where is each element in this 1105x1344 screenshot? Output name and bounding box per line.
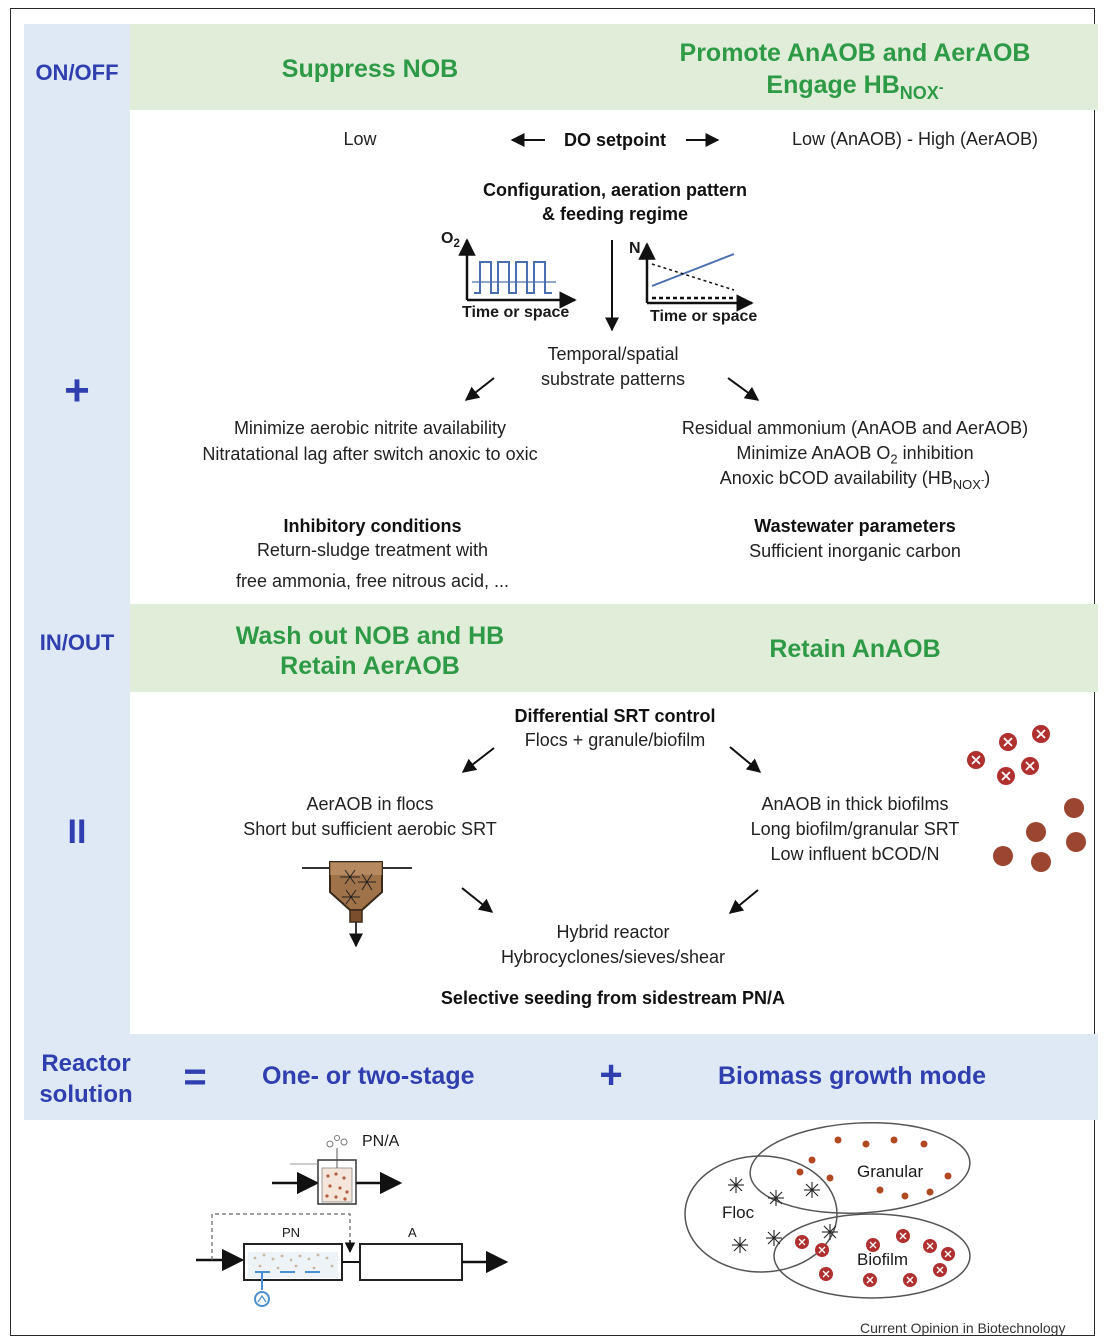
arrow-to-left-effects xyxy=(464,377,495,401)
sidebar-label-in-out: IN/OUT xyxy=(39,630,115,655)
graph-aeration-pattern xyxy=(458,238,577,309)
left-effect-line1: Minimize aerobic nitrite availability xyxy=(233,418,507,438)
temporal-line1: Temporal/spatial xyxy=(547,344,679,364)
srt-title: Differential SRT control xyxy=(514,706,716,726)
granular-dots xyxy=(796,1136,952,1200)
floc-stars xyxy=(728,1177,838,1253)
retain-aeraob-title: Retain AerAOB xyxy=(280,652,460,680)
arrow-flocs-to-hybrid xyxy=(461,887,494,913)
arrow-srt-right xyxy=(729,746,762,773)
biomass-growth-title: Biomass growth mode xyxy=(718,1062,987,1090)
reactor-label-line1: Reactor xyxy=(41,1050,131,1077)
pn-label: PN xyxy=(282,1225,301,1240)
reactor-plus-sign: + xyxy=(599,1053,623,1097)
left-effect-line2: Nitratational lag after switch anoxic to… xyxy=(202,444,538,464)
right-effect-line2: Minimize AnAOB O2 inhibition xyxy=(736,443,974,467)
inout-band xyxy=(130,604,1098,692)
wastewater-title: Wastewater parameters xyxy=(754,516,956,536)
hybrid-reactor-line1: Hybrid reactor xyxy=(556,922,670,942)
floc-label: Floc xyxy=(722,1203,755,1222)
inhibitory-line1: Return-sludge treatment with xyxy=(256,540,489,560)
retain-anaob-title: Retain AnAOB xyxy=(769,635,941,663)
promote-anaob-title: Promote AnAOB and AerAOB xyxy=(679,39,1031,67)
sidebar-plus-sign: + xyxy=(64,366,90,415)
pna-label: PN/A xyxy=(362,1133,400,1150)
aeraob-flocs-line1: AerAOB in flocs xyxy=(306,794,434,814)
wash-out-title: Wash out NOB and HB xyxy=(235,622,505,650)
graph-substrate-pattern xyxy=(638,242,754,312)
floc-settler-icon xyxy=(302,861,412,948)
anaob-granules-solid xyxy=(993,798,1086,872)
biofilm-granules xyxy=(795,1229,955,1287)
reactor-band xyxy=(24,1034,1098,1120)
inhibitory-line2: free ammonia, free nitrous acid, ... xyxy=(235,571,510,591)
engage-hb-title: Engage HBNOX- xyxy=(766,71,944,103)
inhibitory-title: Inhibitory conditions xyxy=(283,516,462,536)
do-low-label: Low xyxy=(343,129,377,149)
config-title-line2: & feeding regime xyxy=(541,204,689,224)
srt-subtitle: Flocs + granule/biofilm xyxy=(524,730,706,750)
arrow-srt-left xyxy=(461,747,495,773)
do-setpoint-label: DO setpoint xyxy=(564,130,666,150)
a-label: A xyxy=(408,1225,417,1240)
graph1-y-label: O2 xyxy=(441,230,460,251)
biofilm-label: Biofilm xyxy=(857,1250,909,1269)
sidebar xyxy=(24,24,130,1034)
graph1-x-label: Time or space xyxy=(462,304,570,321)
granular-label: Granular xyxy=(857,1162,924,1181)
sidebar-equals-sign: II xyxy=(67,813,87,851)
one-two-stage-title: One- or two-stage xyxy=(262,1062,475,1090)
graph2-x-label: Time or space xyxy=(650,308,758,325)
two-stage-reactor-icon xyxy=(196,1213,509,1307)
anaob-biofilm-line3: Low influent bCOD/N xyxy=(770,844,940,864)
selective-seeding: Selective seeding from sidestream PN/A xyxy=(440,988,786,1008)
do-range-label: Low (AnAOB) - High (AerAOB) xyxy=(791,129,1039,149)
temporal-line2: substrate patterns xyxy=(540,369,686,389)
wastewater-line1: Sufficient inorganic carbon xyxy=(749,541,961,561)
biomass-venn-diagram xyxy=(684,1121,971,1299)
one-stage-reactor-icon xyxy=(272,1135,403,1205)
right-effect-line3: Anoxic bCOD availability (HBNOX-) xyxy=(719,468,991,492)
suppress-nob-title: Suppress NOB xyxy=(281,55,459,83)
aeraob-flocs-line2: Short but sufficient aerobic SRT xyxy=(243,819,497,839)
reactor-equals-sign: = xyxy=(183,1055,207,1099)
reactor-label-line2: solution xyxy=(39,1081,133,1108)
graph2-y-label: N xyxy=(629,240,641,257)
arrow-to-right-effects xyxy=(727,377,760,401)
hybrid-reactor-line2: Hybrocyclones/sieves/shear xyxy=(500,947,726,967)
onoff-band xyxy=(130,24,1098,110)
sidebar-label-on-off: ON/OFF xyxy=(35,60,119,85)
config-title-line1: Configuration, aeration pattern xyxy=(482,180,747,200)
anaob-biofilm-line1: AnAOB in thick biofilms xyxy=(761,794,949,814)
anaob-granules-crossed xyxy=(967,725,1050,785)
arrow-biofilm-to-hybrid xyxy=(728,889,759,914)
credit-text: Current Opinion in Biotechnology xyxy=(860,1320,1066,1336)
anaob-biofilm-line2: Long biofilm/granular SRT xyxy=(750,819,960,839)
right-effect-line1: Residual ammonium (AnAOB and AerAOB) xyxy=(681,418,1029,438)
